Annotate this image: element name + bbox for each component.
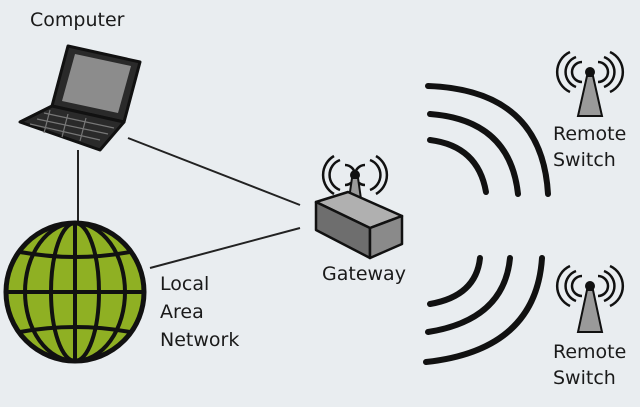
gateway-label: Gateway <box>322 263 406 285</box>
remote-switch-top-label-line1: Remote <box>553 123 626 145</box>
antenna-tower-icon <box>555 50 625 117</box>
lan-label-line3: Network <box>160 329 239 351</box>
lan-label-line2: Area <box>160 301 204 323</box>
connections <box>77 137 301 269</box>
link-computer-gateway <box>127 137 301 206</box>
gateway-router-icon <box>314 154 404 260</box>
remote-switch-bottom-label-line2: Switch <box>553 367 616 389</box>
globe-icon <box>3 220 147 364</box>
computer-label: Computer <box>30 9 125 31</box>
lan-label-line1: Local <box>160 273 209 295</box>
wireless-waves-icon <box>423 255 545 365</box>
antenna-tower-icon <box>555 264 625 333</box>
remote-switch-top-label-line2: Switch <box>553 149 616 171</box>
wireless-waves-icon <box>425 83 551 197</box>
link-lan-gateway <box>149 227 301 269</box>
remote-switch-bottom-label-line1: Remote <box>553 341 626 363</box>
laptop-icon <box>18 44 142 152</box>
